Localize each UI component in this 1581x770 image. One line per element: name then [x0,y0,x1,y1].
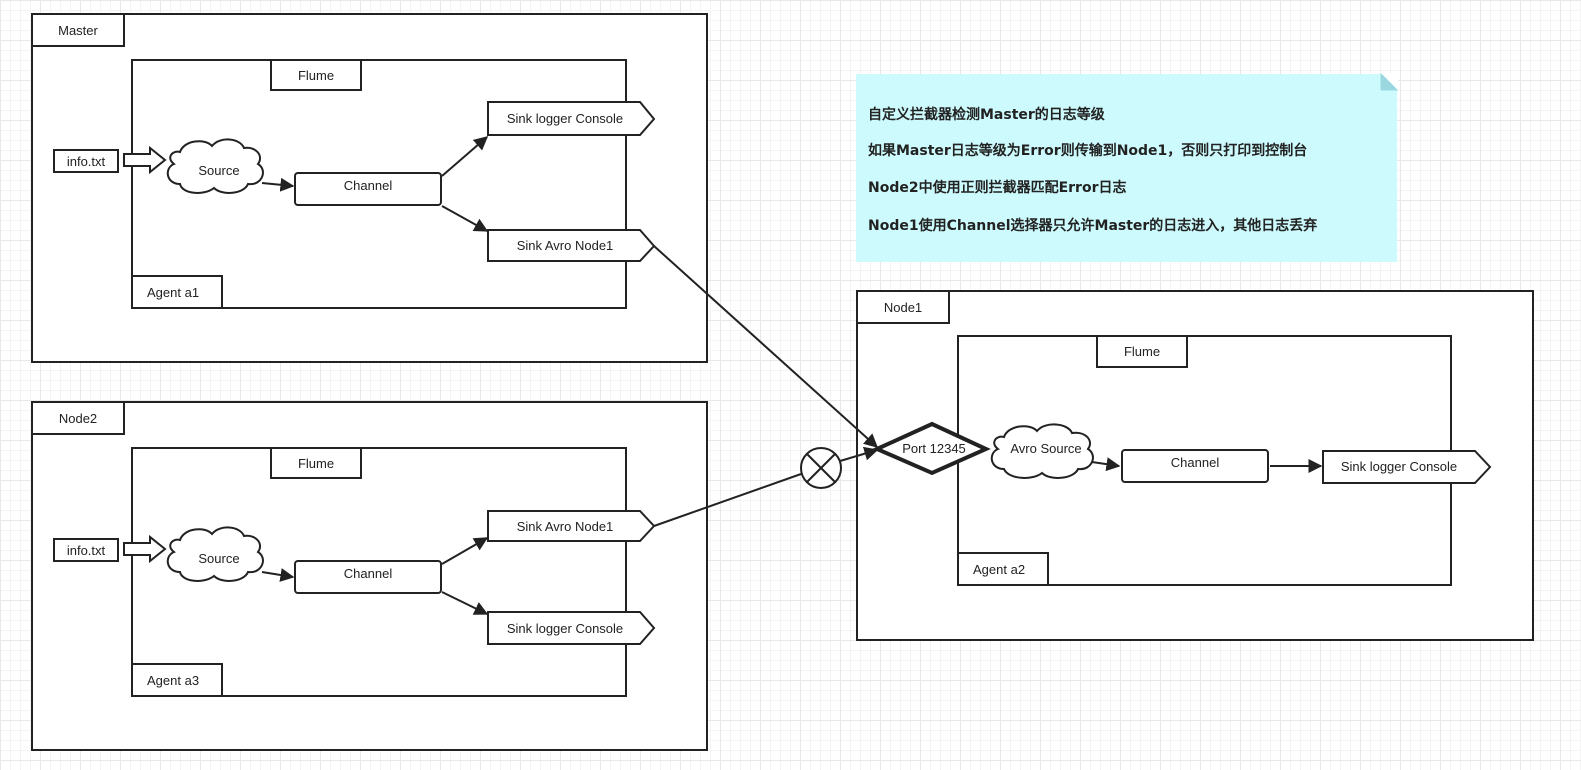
master-sink-bottom-label: Sink Avro Node1 [517,238,614,253]
master-sink-bottom-shape [487,229,656,262]
node1-agent-tab: Agent a2 [957,552,1049,586]
node1-title: Node1 [883,299,923,315]
node1-agent-label: Agent a2 [973,561,1026,577]
node1-title-tab: Node1 [856,290,950,324]
node1-port-diamond [872,421,991,476]
node2-sink-to-blocker [653,473,802,527]
node1-source-label: Avro Source [1010,441,1081,456]
node1-source-to-channel [1091,457,1121,472]
node2-flume-label: Flume [297,455,335,471]
note-fold-cutout [1381,73,1398,90]
master-title-tab: Master [31,13,125,47]
master-source-cloud [166,138,264,194]
node2-sink-top-shape [487,510,656,542]
node2-source-label: Source [198,551,239,566]
master-flume-tab: Flume [270,59,362,91]
master-flume-label: Flume [297,67,335,83]
node2-title: Node2 [58,410,98,426]
node2-channel: Channel [294,560,442,594]
master-sink-to-node1-port [653,245,879,448]
node1-source-cloud [990,423,1094,479]
node1-port-label: Port 12345 [902,441,966,456]
master-agent-tab: Agent a1 [131,275,223,309]
master-source-label: Source [198,163,239,178]
master-source-to-channel [261,177,295,192]
node1-sink-shape [1322,450,1492,484]
node2-flume-tab: Flume [270,447,362,479]
node1-flume-label: Flume [1123,344,1161,359]
master-agent-label: Agent a1 [147,284,200,300]
node2-sink-bottom-shape [487,611,656,645]
note-line-4: Node1使用Channel选择器只允许Master的日志进入，其他日志丢弃 [868,218,1318,234]
node2-source-to-channel [261,568,295,582]
node2-sink-top-label: Sink Avro Node1 [517,519,614,534]
master-channel-to-sink-bottom [441,205,489,232]
master-channel: Channel [294,172,442,206]
node2-agent-tab: Agent a3 [131,663,223,697]
master-sink-top-shape [487,101,656,136]
blocker-to-node1-port [839,446,879,462]
node2-sink-bottom-label: Sink logger Console [507,621,623,636]
node2-agent-label: Agent a3 [147,672,200,688]
node1-channel-label: Channel [1170,455,1220,470]
master-file-arrow-icon [123,145,167,175]
note-line-3: Node2中使用正则拦截器匹配Error日志 [868,180,1127,196]
node1-flume-tab: Flume [1096,335,1188,368]
note-fold-corner [1380,72,1399,91]
note-line-2: 如果Master日志等级为Error则传输到Node1，否则只打印到控制台 [868,143,1308,159]
master-file: info.txt [53,149,119,173]
node2-title-tab: Node2 [31,401,125,435]
blocked-x-icon [800,447,842,489]
node1-channel: Channel [1121,449,1269,483]
node2-source-cloud [166,526,264,582]
note-box: 自定义拦截器检测Master的日志等级 如果Master日志等级为Error则传… [856,74,1397,262]
node2-channel-to-sink-top [441,537,489,565]
node1-sink-label: Sink logger Console [1341,459,1457,474]
master-file-label: info.txt [66,153,106,169]
node2-channel-label: Channel [343,566,393,581]
node2-file-label: info.txt [66,542,106,558]
node2-file-arrow-icon [123,534,167,564]
master-channel-label: Channel [343,178,393,193]
master-channel-to-sink-top [441,136,489,177]
note-line-1: 自定义拦截器检测Master的日志等级 [868,107,1105,123]
master-title: Master [58,22,98,38]
node2-channel-to-sink-bottom [441,591,489,615]
node2-file: info.txt [53,538,119,562]
master-sink-top-label: Sink logger Console [507,111,623,126]
